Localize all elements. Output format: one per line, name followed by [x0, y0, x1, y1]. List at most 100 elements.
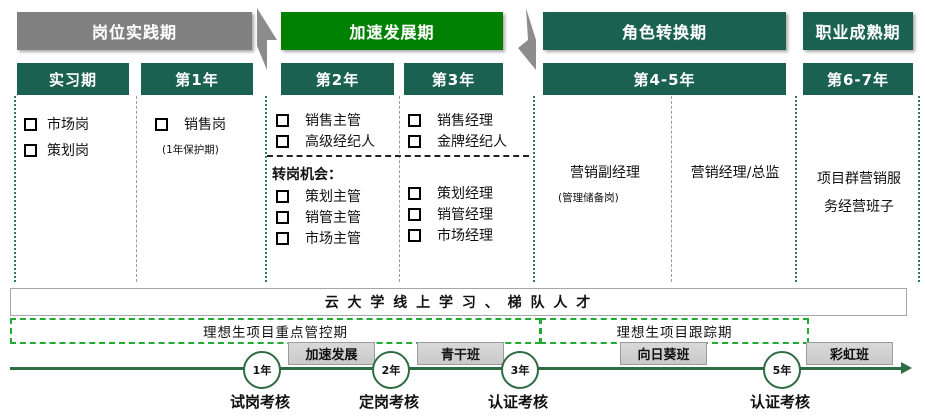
- role-title-marketing-manager: 营销经理/总监: [690, 165, 780, 181]
- timeline-milestone-2[interactable]: 2年: [372, 351, 410, 389]
- timeline-milestone-1-label: 试岗考核: [229, 393, 290, 411]
- year-box-year67-label: 第6-7年: [826, 70, 890, 89]
- list-item: 金牌经纪人: [408, 131, 507, 151]
- timeline-chip-youth-label: 青干班: [440, 348, 480, 363]
- timeline-milestone-2-label: 定岗考核: [358, 393, 419, 411]
- checkbox-icon: [24, 143, 37, 157]
- list-item-label: 市场岗: [47, 117, 89, 133]
- timeline-chip-rainbow[interactable]: 彩虹班: [806, 342, 893, 365]
- timeline-milestone-1-year: 1年: [252, 364, 272, 377]
- divider-green-practice-accelerate: [265, 96, 267, 282]
- year-box-intern: 实习期: [17, 63, 129, 95]
- timeline-milestone-3-label: 认证考核: [487, 393, 548, 411]
- divider-green-right: [918, 96, 920, 282]
- phase-banner-practice: 岗位实践期: [17, 12, 252, 50]
- checkbox-icon: [408, 207, 421, 221]
- list-item: 销售主管: [276, 110, 361, 130]
- phase-arrow-2-icon: [518, 8, 536, 70]
- divider-dashed-transfer: [267, 155, 529, 157]
- timeline-chip-rainbow-label: 彩虹班: [829, 348, 869, 363]
- year-box-year3: 第3年: [404, 63, 503, 95]
- timeline-axis: [10, 367, 903, 370]
- year-box-year1-label: 第1年: [175, 70, 219, 89]
- list-item: 高级经纪人: [276, 131, 375, 151]
- transfer-opportunity-title: 转岗机会：: [272, 167, 342, 183]
- list-item: 销管主管: [276, 207, 361, 227]
- timeline-milestone-4-label: 认证考核: [749, 393, 810, 411]
- divider-green-accelerate-role: [533, 96, 535, 282]
- checkbox-icon: [276, 113, 289, 127]
- checkbox-icon: [408, 134, 421, 148]
- timeline-milestone-4[interactable]: 5年: [763, 351, 801, 389]
- list-item-label: 高级经纪人: [305, 134, 375, 150]
- list-item-label: 金牌经纪人: [437, 134, 507, 150]
- phase-banner-career-mature: 职业成熟期: [803, 12, 913, 50]
- phase-banner-practice-label: 岗位实践期: [91, 23, 177, 42]
- list-item: 销售岗: [155, 114, 226, 134]
- list-item: 市场主管: [276, 228, 361, 248]
- timeline-chip-accelerate[interactable]: 加速发展: [288, 342, 375, 365]
- bar-control-period: 理想生项目重点管控期: [10, 318, 541, 344]
- year-box-year45: 第4-5年: [543, 63, 786, 95]
- list-item-label: 市场主管: [305, 231, 361, 247]
- checkbox-icon: [408, 113, 421, 127]
- year-box-intern-label: 实习期: [48, 70, 97, 89]
- checkbox-icon: [155, 117, 168, 131]
- divider-gray-year2-year3: [399, 96, 400, 282]
- phase-banner-role-change: 角色转换期: [543, 12, 786, 50]
- year-box-year45-label: 第4-5年: [633, 70, 696, 89]
- list-item: 销售经理: [408, 110, 493, 130]
- divider-gray-year4-year5: [671, 96, 672, 282]
- checkbox-icon: [408, 228, 421, 242]
- list-item: 市场经理: [408, 225, 493, 245]
- role-title-project-group-line1: 项目群营销服: [817, 171, 901, 187]
- list-item-label: 销管主管: [305, 210, 361, 226]
- role-title-project-group-line2: 务经营班子: [824, 199, 894, 215]
- list-item-label: 策划主管: [305, 189, 361, 205]
- divider-gray-intern-year1: [136, 96, 137, 282]
- phase-banner-accelerate-label: 加速发展期: [349, 23, 435, 42]
- year-box-year67: 第6-7年: [803, 63, 913, 95]
- list-item: 策划经理: [408, 183, 493, 203]
- bar-online-learning-label: 云 大 学 线 上 学 习 、 梯 队 人 才: [324, 295, 593, 311]
- timeline-arrowhead-icon: [901, 362, 912, 374]
- bar-online-learning: 云 大 学 线 上 学 习 、 梯 队 人 才: [10, 288, 907, 316]
- timeline-milestone-3[interactable]: 3年: [501, 351, 539, 389]
- year-box-year3-label: 第3年: [431, 70, 476, 89]
- list-item-label: 市场经理: [437, 228, 493, 244]
- divider-green-left: [14, 96, 16, 282]
- checkbox-icon: [24, 117, 37, 131]
- list-item-label: 策划岗: [47, 143, 89, 159]
- timeline-milestone-3-year: 3年: [510, 364, 530, 377]
- checkbox-icon: [276, 189, 289, 203]
- year1-protection-note: (1年保护期): [162, 144, 219, 156]
- checkbox-icon: [276, 134, 289, 148]
- role-title-vice-manager: 营销副经理: [570, 165, 640, 181]
- list-item: 策划岗: [24, 140, 89, 160]
- divider-green-role-mature: [795, 96, 797, 282]
- phase-arrow-1-icon: [257, 8, 277, 70]
- list-item-label: 销管经理: [437, 207, 493, 223]
- list-item-label: 策划经理: [437, 186, 493, 202]
- timeline-milestone-4-year: 5年: [772, 364, 792, 377]
- bar-tracking-period: 理想生项目跟踪期: [540, 318, 809, 344]
- list-item: 策划主管: [276, 186, 361, 206]
- list-item-label: 销售岗: [184, 117, 226, 133]
- year-box-year1: 第1年: [141, 63, 253, 95]
- timeline-milestone-2-year: 2年: [381, 364, 401, 377]
- role-note-reserve-post: (管理储备岗): [558, 192, 619, 204]
- checkbox-icon: [408, 186, 421, 200]
- bar-control-period-label: 理想生项目重点管控期: [203, 325, 348, 341]
- list-item: 市场岗: [24, 114, 89, 134]
- timeline-chip-sunflower[interactable]: 向日葵班: [620, 342, 707, 365]
- year-box-year2-label: 第2年: [315, 70, 360, 89]
- list-item-label: 销售主管: [305, 113, 361, 129]
- checkbox-icon: [276, 210, 289, 224]
- list-item: 销管经理: [408, 204, 493, 224]
- timeline-chip-youth[interactable]: 青干班: [417, 342, 504, 365]
- timeline-milestone-1[interactable]: 1年: [243, 351, 281, 389]
- year-box-year2: 第2年: [281, 63, 394, 95]
- list-item-label: 销售经理: [437, 113, 493, 129]
- phase-banner-role-change-label: 角色转换期: [621, 23, 707, 42]
